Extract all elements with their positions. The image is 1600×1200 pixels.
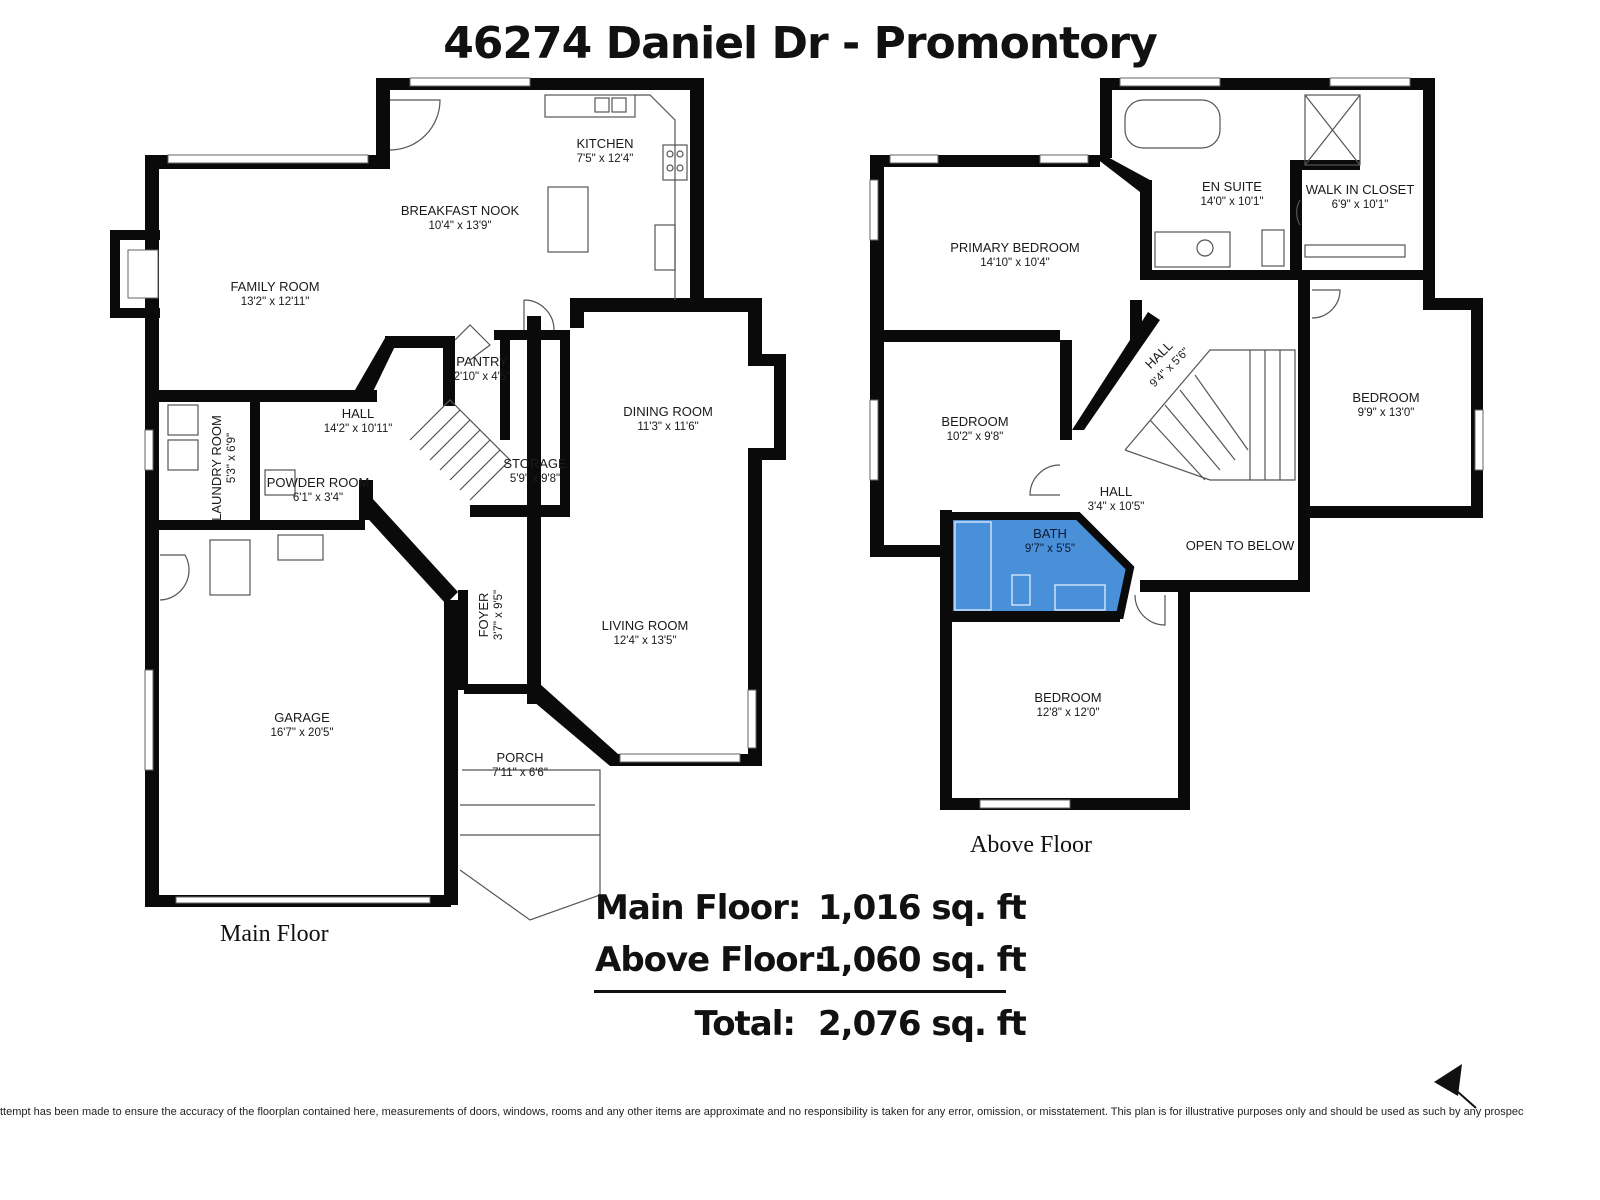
above-floor-label: Above Floor (970, 832, 1092, 858)
room-living-dim: 12'4" x 13'5" (613, 635, 676, 647)
room-breakfast-nook-dim: 10'4" x 13'9" (428, 220, 491, 232)
above-floor-area-value: 1,060 sq. ft (818, 940, 1027, 980)
room-walkin-dim: 6'9" x 10'1" (1332, 199, 1389, 211)
room-hall-up2-dim: 3'4" x 10'5" (1088, 501, 1145, 513)
totals-divider (594, 990, 1006, 993)
room-kitchen-dim: 7'5" x 12'4" (577, 153, 634, 165)
room-bath-name: BATH (1033, 526, 1067, 541)
room-storage-dim: 5'9" x 9'8" (510, 473, 560, 485)
room-powder-dim: 6'1" x 3'4" (293, 492, 343, 504)
total-area-value: 2,076 sq. ft (818, 1004, 1027, 1044)
room-laundry-name: LAUNDRY ROOM (209, 415, 224, 521)
main-floor-label: Main Floor (220, 921, 329, 947)
room-family-name: FAMILY ROOM (230, 279, 319, 294)
room-bedroom-b-dim: 9'9" x 13'0" (1358, 407, 1415, 419)
main-floor-area-value: 1,016 sq. ft (818, 888, 1027, 928)
room-laundry-dim: 5'3" x 6'9" (226, 433, 238, 483)
room-ensuite-dim: 14'0" x 10'1" (1200, 196, 1263, 208)
north-arrow-icon (1434, 1064, 1477, 1109)
room-bath-dim: 9'7" x 5'5" (1025, 543, 1075, 555)
above-floor-plan (869, 77, 1484, 810)
main-floor-area-label: Main Floor: (595, 888, 801, 928)
room-bedroom-b-name: BEDROOM (1352, 390, 1419, 405)
room-walkin-name: WALK IN CLOSET (1306, 182, 1415, 197)
room-hall-main-dim: 14'2" x 10'11" (324, 423, 393, 435)
room-dining-name: DINING ROOM (623, 404, 713, 419)
room-porch-name: PORCH (497, 750, 544, 765)
room-hall-up2-name: HALL (1100, 484, 1133, 499)
room-bedroom-a-dim: 10'2" x 9'8" (947, 431, 1004, 443)
room-living-name: LIVING ROOM (602, 618, 689, 633)
room-primary-dim: 14'10" x 10'4" (980, 257, 1049, 269)
page-title: 46274 Daniel Dr - Promontory (443, 18, 1158, 69)
room-pantry-name: PANTRY (456, 354, 508, 369)
main-floor-plan (110, 77, 786, 921)
room-bedroom-a-name: BEDROOM (941, 414, 1008, 429)
room-bedroom-c-name: BEDROOM (1034, 690, 1101, 705)
room-family-dim: 13'2" x 12'11" (241, 296, 310, 308)
room-breakfast-nook-name: BREAKFAST NOOK (401, 203, 520, 218)
room-powder-name: POWDER ROOM (267, 475, 370, 490)
room-foyer-dim: 3'7" x 9'5" (493, 590, 505, 640)
room-bedroom-c-dim: 12'8" x 12'0" (1036, 707, 1099, 719)
room-primary-name: PRIMARY BEDROOM (950, 240, 1080, 255)
disclaimer-text: ttempt has been made to ensure the accur… (0, 1106, 1524, 1118)
room-dining-dim: 11'3" x 11'6" (637, 421, 698, 433)
total-area-label: Total: (694, 1004, 796, 1044)
room-kitchen-name: KITCHEN (576, 136, 633, 151)
room-garage-name: GARAGE (274, 710, 330, 725)
room-pantry-dim: 2'10" x 4'5" (454, 371, 511, 383)
room-open-below-name: OPEN TO BELOW (1186, 538, 1295, 553)
above-floor-area-label: Above Floor: (595, 940, 827, 980)
room-foyer-name: FOYER (476, 593, 491, 638)
room-hall-main-name: HALL (342, 406, 375, 421)
room-ensuite-name: EN SUITE (1202, 179, 1262, 194)
room-labels: KITCHEN 7'5" x 12'4" BREAKFAST NOOK 10'4… (209, 136, 1420, 779)
room-garage-dim: 16'7" x 20'5" (270, 727, 333, 739)
room-porch-dim: 7'11" x 6'6" (492, 767, 548, 779)
room-storage-name: STORAGE (503, 456, 567, 471)
